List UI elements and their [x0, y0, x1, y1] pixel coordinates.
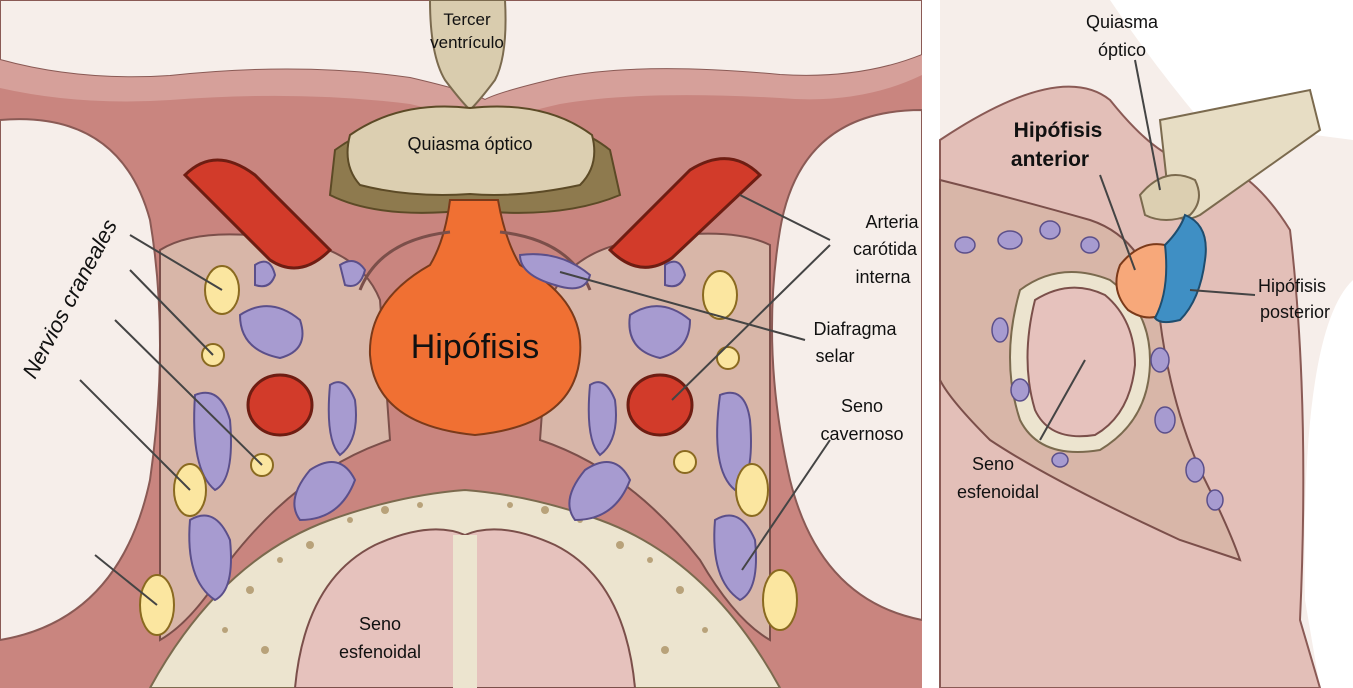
- label-hipofisis-posterior-2: posterior: [1260, 302, 1330, 322]
- label-hipofisis-posterior-1: Hipófisis: [1258, 276, 1326, 296]
- label-hipofisis: Hipófisis: [411, 328, 539, 366]
- panel-divider: [922, 0, 940, 688]
- label-quiasma-optico-right-2: óptico: [1098, 40, 1146, 60]
- right-carotid-artery-lower: [628, 375, 692, 435]
- label-quiasma-optico: Quiasma óptico: [407, 134, 532, 154]
- left-panel-coronal-section: Tercer ventrículo Quiasma óptico Hipófis…: [0, 0, 922, 688]
- label-arteria-2: carótida: [853, 239, 918, 259]
- label-tercer-ventriculo-2: ventrículo: [430, 33, 504, 52]
- label-seno-cavernoso-1: Seno: [841, 396, 883, 416]
- label-arteria-3: interna: [855, 267, 911, 287]
- label-seno-esfenoidal-2: esfenoidal: [339, 642, 421, 662]
- label-seno-esfenoidal-right-2: esfenoidal: [957, 482, 1039, 502]
- label-arteria-1: Arteria: [865, 212, 919, 232]
- left-carotid-artery-lower: [248, 375, 312, 435]
- label-seno-esfenoidal-1: Seno: [359, 614, 401, 634]
- label-quiasma-optico-right-1: Quiasma: [1086, 12, 1159, 32]
- label-seno-esfenoidal-right-1: Seno: [972, 454, 1014, 474]
- label-hipofisis-anterior-2: anterior: [1011, 148, 1089, 171]
- label-seno-cavernoso-2: cavernoso: [820, 424, 903, 444]
- label-hipofisis-anterior-1: Hipófisis: [1014, 119, 1103, 142]
- right-panel-sagittal-section: Quiasma óptico Hipófisis anterior Hipófi…: [940, 0, 1353, 688]
- right-sphenoid-sinus: [1028, 288, 1136, 437]
- label-diafragma-2: selar: [815, 346, 854, 366]
- label-tercer-ventriculo-1: Tercer: [443, 10, 491, 29]
- label-diafragma-1: Diafragma: [813, 319, 897, 339]
